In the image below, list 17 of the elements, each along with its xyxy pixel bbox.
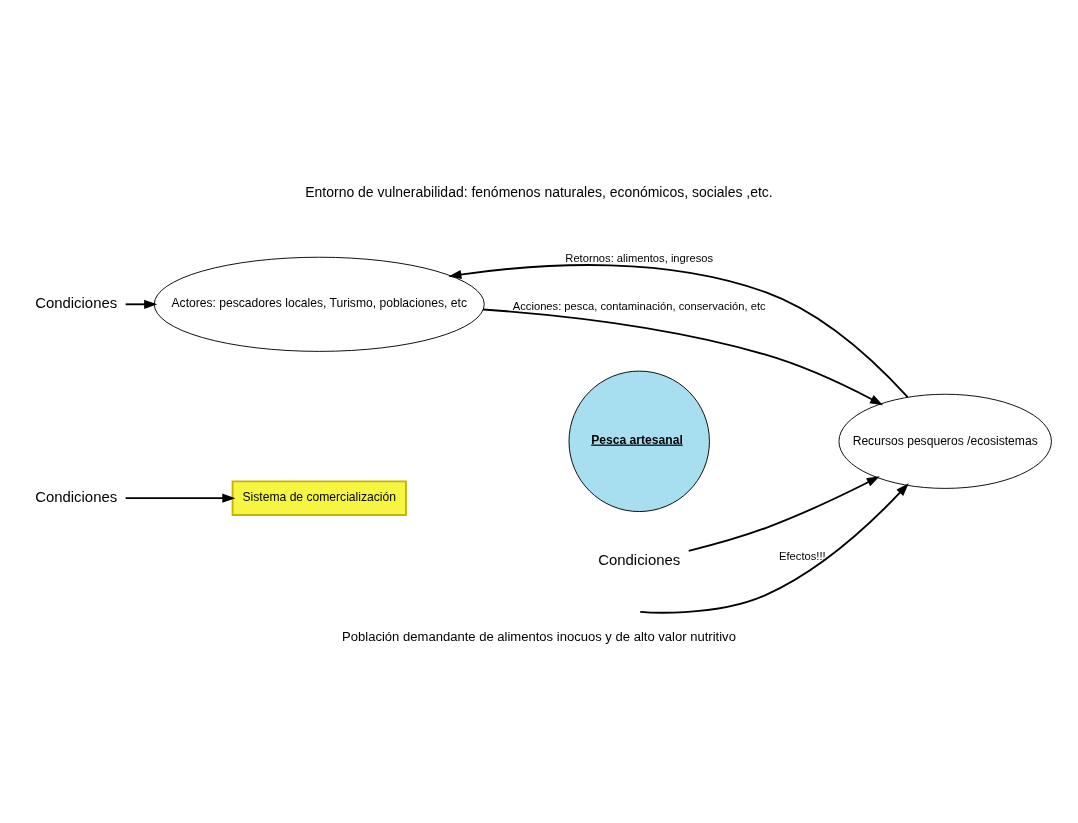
node-text: Condiciones [598, 552, 681, 569]
caption: Población demandante de alimentos inocuos y de alto valor nutritivo [342, 629, 736, 644]
node-circle: Pesca artesanal [568, 370, 710, 513]
edge-label: Efectos!!! [779, 550, 826, 563]
arrow [687, 476, 880, 552]
node-box: Sistema de comercialización [231, 480, 407, 516]
edge-label: Acciones: pesca, contaminación, conservación, etc [512, 299, 766, 312]
diagram-title: Entorno de vulnerabilidad: fenómenos naturales, económicos, sociales ,etc. [305, 184, 773, 201]
node-text: Condiciones [35, 294, 118, 311]
arrow [124, 299, 158, 309]
node-ellipse: Actores: pescadores locales, Turismo, poblaciones, etc [153, 256, 485, 352]
arrow [639, 483, 909, 614]
edge-label: Retornos: alimentos, ingresos [565, 251, 714, 264]
node-text: Condiciones [35, 488, 118, 505]
arrow [448, 264, 909, 399]
arrow [124, 493, 236, 503]
arrow [482, 308, 884, 406]
